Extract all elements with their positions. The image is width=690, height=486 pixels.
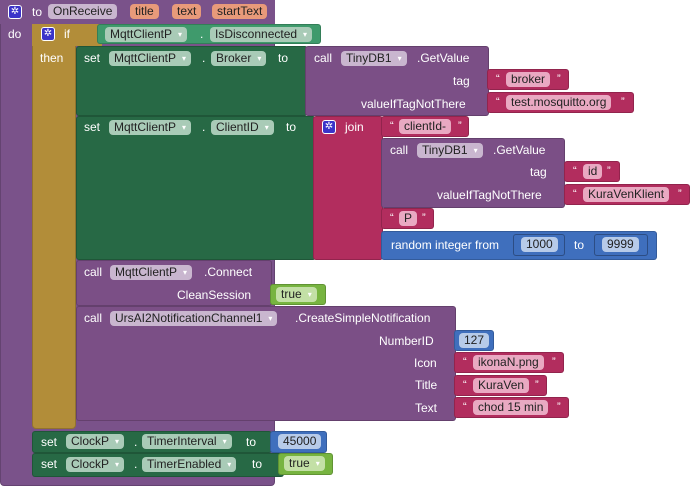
tag-label: tag [530, 165, 547, 179]
quote: “ [390, 212, 394, 224]
to-label: to [246, 435, 257, 449]
quote: ” [422, 212, 426, 224]
quote: “ [573, 165, 577, 177]
then-label: then [40, 51, 64, 65]
method-label: .GetValue [493, 143, 546, 157]
event-to-label: to [32, 5, 43, 19]
text-field[interactable]: KuraVen [473, 378, 530, 393]
number-field-from[interactable]: 1000 [521, 237, 558, 252]
call-label: call [390, 143, 409, 157]
gear-icon[interactable]: ✲ [8, 5, 22, 19]
do-label: do [8, 27, 22, 41]
set-label: set [84, 51, 101, 65]
set-label: set [41, 457, 58, 471]
component-dropdown[interactable]: MqttClientP▾ [109, 51, 192, 66]
call-label: call [84, 311, 103, 325]
dot: . [134, 435, 138, 449]
param-text[interactable]: text [172, 4, 202, 19]
quote: “ [463, 401, 467, 413]
text-field[interactable]: ikonaN.png [473, 355, 544, 370]
method-label: .Connect [204, 265, 253, 279]
method-label: .CreateSimpleNotification [295, 311, 431, 325]
set-clientid-block[interactable] [76, 116, 316, 260]
quote: ” [552, 356, 556, 368]
boolean-dropdown[interactable]: true▾ [284, 456, 325, 471]
tag-label: tag [453, 74, 470, 88]
to-label: to [278, 51, 289, 65]
component-dropdown[interactable]: TinyDB1▾ [417, 143, 483, 158]
to-label: to [574, 238, 585, 252]
param-title[interactable]: title [130, 4, 159, 19]
property-dropdown[interactable]: ClientID▾ [211, 120, 274, 135]
quote: ” [621, 96, 625, 108]
text-field[interactable]: KuraVenKlient [583, 187, 670, 202]
gear-icon[interactable]: ✲ [322, 120, 336, 134]
random-label: random integer from [391, 238, 500, 252]
component-dropdown[interactable]: UrsAI2NotificationChannel1▾ [110, 311, 278, 326]
component-dropdown[interactable]: ClockP▾ [66, 434, 125, 449]
arg-label: Text [415, 401, 438, 415]
text-field[interactable]: P [399, 211, 418, 226]
quote: ” [557, 73, 561, 85]
dot: . [200, 27, 204, 41]
set-label: set [41, 435, 58, 449]
arg-label: CleanSession [177, 288, 252, 302]
gear-icon[interactable]: ✲ [41, 27, 55, 41]
property-dropdown[interactable]: IsDisconnected▾ [210, 27, 313, 42]
quote: ” [557, 401, 561, 413]
boolean-dropdown[interactable]: true▾ [276, 287, 317, 302]
if-label: if [64, 27, 70, 41]
join-label: join [345, 120, 364, 134]
quote: “ [390, 120, 394, 132]
quote: “ [496, 73, 500, 85]
component-dropdown[interactable]: ClockP▾ [66, 457, 125, 472]
default-label: valueIfTagNotThere [437, 188, 542, 202]
property-dropdown[interactable]: TimerEnabled▾ [142, 457, 237, 472]
quote: ” [535, 379, 539, 391]
set-label: set [84, 120, 101, 134]
default-label: valueIfTagNotThere [361, 97, 466, 111]
to-label: to [286, 120, 297, 134]
dot: . [134, 457, 138, 471]
quote: ” [678, 188, 682, 200]
to-label: to [252, 457, 263, 471]
call-label: call [314, 51, 333, 65]
quote: “ [463, 356, 467, 368]
quote: “ [573, 188, 577, 200]
dot: . [202, 51, 206, 65]
join-block[interactable] [313, 116, 383, 260]
property-dropdown[interactable]: TimerInterval▾ [142, 434, 232, 449]
number-field[interactable]: 45000 [278, 434, 322, 449]
text-field[interactable]: id [583, 164, 603, 179]
component-dropdown[interactable]: MqttClientP▾ [110, 265, 193, 280]
text-field[interactable]: test.mosquitto.org [506, 95, 612, 110]
dot: . [202, 120, 206, 134]
number-field-to[interactable]: 9999 [602, 237, 639, 252]
arg-label: NumberID [379, 334, 434, 348]
text-field[interactable]: clientId- [399, 119, 452, 134]
quote: “ [496, 96, 500, 108]
component-dropdown[interactable]: MqttClientP▾ [105, 27, 188, 42]
text-field[interactable]: broker [506, 72, 551, 87]
quote: ” [607, 165, 611, 177]
if-block[interactable] [32, 24, 76, 429]
number-field[interactable]: 127 [459, 333, 490, 348]
call-label: call [84, 265, 103, 279]
property-dropdown[interactable]: Broker▾ [211, 51, 267, 66]
text-field[interactable]: chod 15 min [473, 400, 549, 415]
component-dropdown[interactable]: TinyDB1▾ [341, 51, 407, 66]
arg-label: Icon [414, 356, 437, 370]
arg-label: Title [415, 378, 438, 392]
component-dropdown[interactable]: MqttClientP▾ [109, 120, 192, 135]
quote: “ [463, 379, 467, 391]
method-label: .GetValue [417, 51, 470, 65]
param-starttext[interactable]: startText [212, 4, 268, 19]
event-name-field[interactable]: OnReceive [48, 4, 118, 19]
quote: ” [458, 120, 462, 132]
